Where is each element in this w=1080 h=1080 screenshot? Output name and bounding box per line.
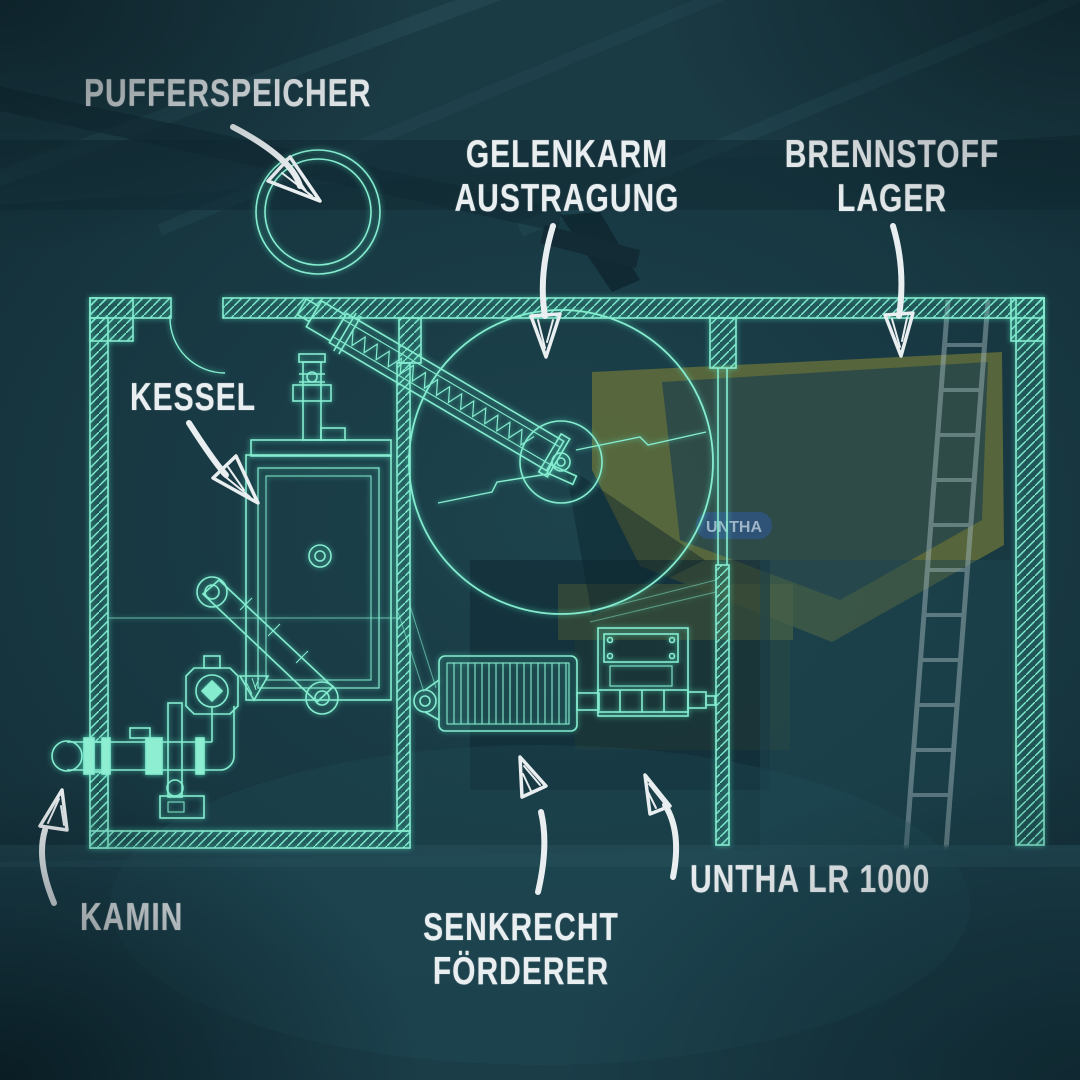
label-senkrecht-line2: FÖRDERER <box>432 949 610 993</box>
label-brennstoff-lager: BRENNSTOFF LAGER <box>768 133 1016 220</box>
label-gelenkarm-line1: GELENKARM <box>465 133 669 176</box>
label-untha-lr1000: UNTHA LR 1000 <box>690 858 931 901</box>
arrow-senkrecht <box>518 755 548 895</box>
arrow-pufferspeicher <box>230 124 322 203</box>
label-senkrecht-line1: SENKRECHT <box>423 906 619 949</box>
arrow-brennstoff <box>883 223 915 358</box>
arrow-kamin <box>38 788 69 906</box>
label-kamin: KAMIN <box>80 896 184 939</box>
arrow-untha <box>643 773 680 880</box>
label-brennstoff-line2: LAGER <box>837 176 947 220</box>
label-gelenkarm-austragung: GELENKARM AUSTRAGUNG <box>432 133 702 220</box>
label-pufferspeicher: PUFFERSPEICHER <box>84 72 372 115</box>
label-gelenkarm-line2: AUSTRAGUNG <box>454 176 680 220</box>
label-senkrecht-foerderer: SENKRECHT FÖRDERER <box>396 906 646 993</box>
label-kessel: KESSEL <box>130 376 257 419</box>
arrow-gelenkarm <box>529 223 562 359</box>
arrow-kessel <box>186 420 260 505</box>
label-brennstoff-line1: BRENNSTOFF <box>784 133 1000 176</box>
